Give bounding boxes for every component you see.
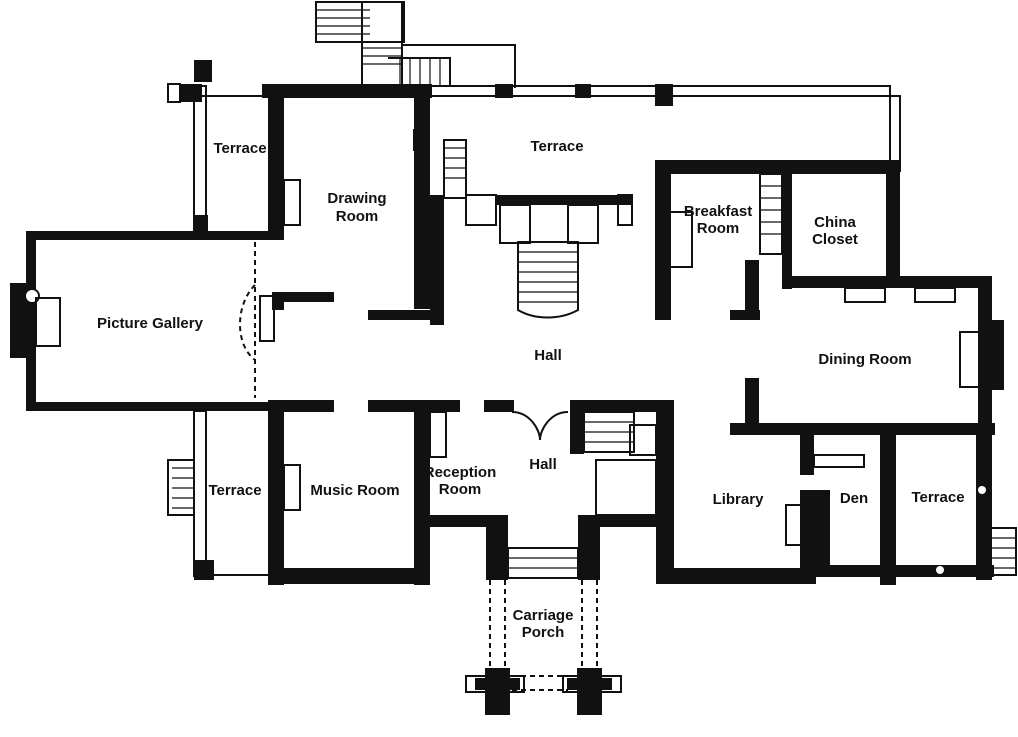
reception-entry-walls [414, 400, 674, 580]
label-hall-main: Hall [534, 347, 562, 364]
den-walls [813, 435, 994, 585]
breakfast-china-walls [655, 160, 900, 320]
label-terrace-north: Terrace [530, 138, 583, 155]
label-terrace-se: Terrace [911, 489, 964, 506]
label-terrace-nw: Terrace [213, 140, 266, 157]
label-drawing-room-line2: Room [336, 208, 379, 225]
label-music-room: Music Room [310, 482, 399, 499]
room-labels: Terrace Drawing Room Terrace Breakfast R… [97, 138, 964, 641]
drawing-room-walls [268, 84, 430, 309]
label-den: Den [840, 490, 868, 507]
label-hall-entry: Hall [529, 456, 557, 473]
label-library: Library [713, 491, 765, 508]
grand-staircase [499, 204, 599, 319]
picture-gallery-walls [10, 231, 334, 411]
library-walls [656, 435, 830, 584]
terrace-se-structure [936, 435, 1017, 580]
label-drawing-room-line1: Drawing [327, 190, 386, 207]
label-reception-room-line2: Room [439, 481, 482, 498]
terrace-sw-structure [167, 410, 268, 580]
label-terrace-sw: Terrace [208, 482, 261, 499]
label-dining-room: Dining Room [818, 351, 911, 368]
label-breakfast-room-line2: Room [697, 220, 740, 237]
label-china-closet-line2: Closet [812, 231, 858, 248]
north-stairs [315, 1, 516, 88]
terrace-nw-structure [167, 60, 432, 232]
label-carriage-porch-line2: Porch [522, 624, 565, 641]
label-breakfast-room-line1: Breakfast [684, 203, 752, 220]
label-china-closet-line1: China [814, 214, 856, 231]
hall-walls [368, 139, 760, 325]
dining-room-walls [730, 276, 1004, 436]
label-carriage-porch-line1: Carriage [513, 607, 574, 624]
label-reception-room-line1: Reception [424, 464, 497, 481]
music-room-walls [268, 400, 430, 585]
label-picture-gallery: Picture Gallery [97, 315, 204, 332]
north-terrace-rail [419, 84, 901, 172]
carriage-porch-structure [465, 515, 622, 715]
